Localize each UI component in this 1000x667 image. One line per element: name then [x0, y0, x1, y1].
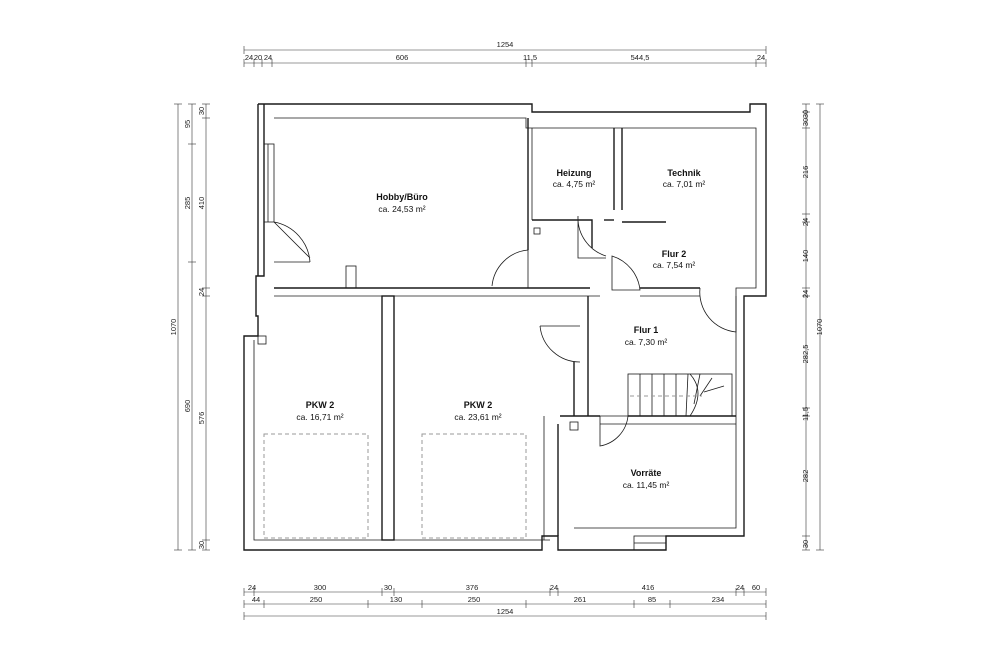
walls — [243, 103, 767, 551]
dimension-label: 30 — [801, 110, 810, 118]
room-name: Technik — [667, 168, 701, 178]
dimension-label: 300 — [314, 583, 327, 592]
dimension-label: 285 — [183, 197, 192, 210]
dimension-label: 1254 — [497, 607, 514, 616]
dimension-label: 30 — [384, 583, 392, 592]
dimension-label: 690 — [183, 400, 192, 413]
dimension-label: 24 — [801, 218, 810, 226]
room-labels: Hobby/Büro ca. 24,53 m² Heizung ca. 4,75… — [296, 168, 705, 490]
top-dimensions: 1254 24 20 24 606 11,5 544,5 24 — [243, 40, 767, 67]
room-area: ca. 11,45 m² — [623, 480, 670, 490]
room-area: ca. 23,61 m² — [454, 412, 501, 422]
car-outline — [263, 433, 369, 539]
dimension-label: 576 — [197, 412, 206, 425]
dimension-label: 416 — [642, 583, 655, 592]
dimension-label: 250 — [468, 595, 481, 604]
room-name: Flur 1 — [634, 325, 659, 335]
dimension-label: 216 — [801, 166, 810, 179]
dimension-label: 1070 — [169, 319, 178, 336]
dimension-label: 24 — [264, 53, 272, 62]
dimension-label: 24 — [736, 583, 744, 592]
dimension-label: 11,5 — [523, 53, 537, 62]
dimension-label: 95 — [183, 120, 192, 128]
dimension-label: 24 — [245, 53, 253, 62]
dimension-label: 234 — [712, 595, 725, 604]
dimension-label: 30 — [801, 540, 810, 548]
dimension-label: 60 — [752, 583, 760, 592]
dimension-label: 1254 — [497, 40, 514, 49]
dimension-label: 24 — [550, 583, 558, 592]
room-area: ca. 24,53 m² — [378, 204, 425, 214]
doors — [273, 215, 737, 447]
dimension-label: 130 — [390, 595, 403, 604]
dimension-label: 24 — [801, 290, 810, 298]
dimension-label: 24 — [248, 583, 256, 592]
dimension-label: 282 — [801, 470, 810, 483]
dimension-label: 261 — [574, 595, 587, 604]
left-dimensions: 1070 95 285 690 30 410 24 576 30 — [169, 103, 210, 551]
dimension-label: 606 — [396, 53, 409, 62]
dimension-label: 376 — [466, 583, 479, 592]
right-dimensions: 30 30 216 24 140 24 282,5 11,5 282 30 10… — [801, 103, 824, 551]
dimension-label: 30 — [197, 541, 206, 549]
room-name: PKW 2 — [306, 400, 335, 410]
bottom-dimensions: 24 300 30 376 24 416 24 60 44 250 130 25… — [243, 583, 767, 620]
dimension-label: 140 — [801, 250, 810, 263]
staircase — [627, 373, 733, 417]
room-name: Heizung — [557, 168, 592, 178]
room-area: ca. 16,71 m² — [296, 412, 343, 422]
dimension-label: 30 — [801, 118, 810, 126]
dimension-label: 44 — [252, 595, 260, 604]
room-area: ca. 7,30 m² — [625, 337, 668, 347]
dimension-label: 250 — [310, 595, 323, 604]
room-area: ca. 7,54 m² — [653, 260, 696, 270]
room-area: ca. 7,01 m² — [663, 179, 706, 189]
dimension-label: 24 — [757, 53, 765, 62]
dimension-label: 410 — [197, 197, 206, 210]
room-name: Flur 2 — [662, 249, 687, 259]
room-name: Vorräte — [631, 468, 662, 478]
dimension-label: 24 — [197, 288, 206, 296]
dimension-label: 20 — [254, 53, 262, 62]
dimension-label: 30 — [197, 107, 206, 115]
dimension-label: 282,5 — [801, 345, 810, 364]
room-name: Hobby/Büro — [376, 192, 428, 202]
dimension-label: 85 — [648, 595, 656, 604]
dimension-label: 11,5 — [801, 407, 810, 421]
car-outline — [421, 433, 527, 539]
dimension-label: 1070 — [815, 319, 824, 336]
room-name: PKW 2 — [464, 400, 493, 410]
dimension-label: 544,5 — [631, 53, 650, 62]
room-area: ca. 4,75 m² — [553, 179, 596, 189]
